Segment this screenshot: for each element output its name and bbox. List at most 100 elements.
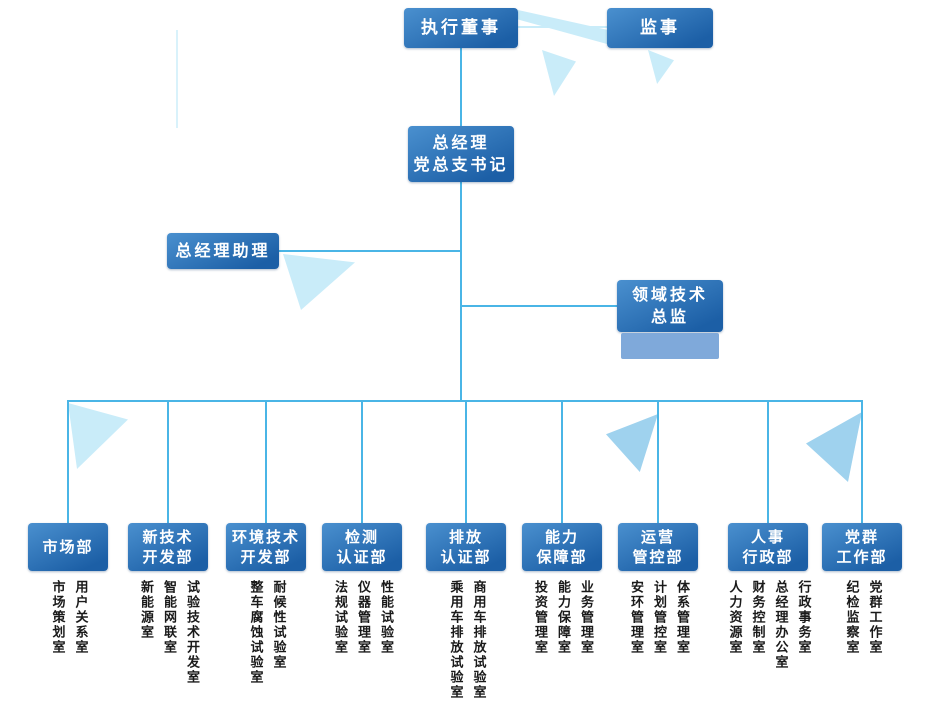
dept-box: 排放 认证部: [426, 523, 506, 571]
dept-emission-cert: 排放 认证部 乘用车排放试验室 商用车排放试验室: [411, 523, 521, 700]
dept-label-line2: 行政部: [742, 548, 794, 566]
office-label: 法规试验室: [332, 580, 347, 655]
dept-label-line1: 党群: [844, 528, 879, 546]
node-domain-tech-director: 领域技术 总监: [617, 280, 723, 332]
node-gm-assistant: 总经理助理: [167, 233, 279, 269]
node-label: 执行董事: [421, 17, 501, 38]
drop-line-3: [265, 401, 267, 523]
drop-line-9: [861, 401, 863, 523]
dept-box: 能力 保障部: [522, 523, 602, 571]
decor-triangle-operations: [606, 414, 658, 472]
dept-box: 人事 行政部: [728, 523, 808, 571]
dept-offices: 新能源室 智能网联室 试验技术开发室: [135, 580, 201, 685]
dept-operations: 运营 管控部 安环管理室 计划管控室 体系管理室: [603, 523, 713, 655]
line-exec-supervisor: [518, 26, 607, 28]
node-label-line2: 党总支书记: [413, 155, 509, 174]
drop-line-4: [361, 401, 363, 523]
dept-marketing: 市场部 市场策划室 用户关系室: [13, 523, 123, 655]
dept-label-line1: 运营: [640, 528, 675, 546]
drop-line-5: [465, 401, 467, 523]
dept-label-line2: 开发部: [142, 548, 194, 566]
drop-line-2: [167, 401, 169, 523]
office-label: 投资管理室: [532, 580, 547, 655]
dept-offices: 乘用车排放试验室 商用车排放试验室: [445, 580, 488, 700]
line-assistant: [279, 250, 460, 252]
line-gm-to-bus: [460, 182, 462, 401]
dept-offices: 人力资源室 财务控制室 总经理办公室 行政事务室: [724, 580, 813, 670]
dept-hr-admin: 人事 行政部 人力资源室 财务控制室 总经理办公室 行政事务室: [713, 523, 823, 670]
dept-label-line2: 管控部: [632, 548, 684, 566]
office-label: 试验技术开发室: [184, 580, 199, 685]
node-label-line1: 总经理: [432, 133, 490, 153]
office-label: 业务管理室: [578, 580, 593, 655]
dept-offices: 纪检监察室 党群工作室: [841, 580, 884, 655]
office-label: 乘用车排放试验室: [447, 580, 463, 700]
dept-label-line1: 市场部: [42, 538, 94, 556]
office-label: 安环管理室: [628, 580, 643, 655]
node-general-manager: 总经理 党总支书记: [408, 126, 514, 182]
office-label: 体系管理室: [674, 580, 689, 655]
dept-box: 运营 管控部: [618, 523, 698, 571]
dept-offices: 法规试验室 仪器管理室 性能试验室: [329, 580, 395, 655]
decor-triangle-top: [542, 50, 576, 96]
node-label: 总经理助理: [175, 241, 271, 261]
node-supervisor: 监事: [607, 8, 713, 48]
dept-label-line2: 工作部: [836, 548, 888, 566]
decor-vertical-sliver: [176, 30, 178, 128]
dept-label-line1: 能力: [544, 528, 579, 546]
dept-offices: 整车腐蚀试验室 耐候性试验室: [245, 580, 288, 685]
dept-label-line1: 检测: [344, 528, 379, 546]
dept-capability: 能力 保障部 投资管理室 能力保障室 业务管理室: [507, 523, 617, 655]
dept-label-line1: 环境技术: [231, 528, 300, 546]
decor-triangle-party: [806, 412, 862, 482]
dept-new-tech: 新技术 开发部 新能源室 智能网联室 试验技术开发室: [113, 523, 223, 685]
drop-line-8: [767, 401, 769, 523]
office-label: 整车腐蚀试验室: [247, 580, 263, 685]
dept-label-line2: 认证部: [336, 548, 388, 566]
decor-triangle-assistant: [283, 254, 355, 310]
dept-label-line1: 新技术: [142, 528, 194, 546]
office-label: 商用车排放试验室: [470, 580, 486, 700]
office-label: 财务控制室: [749, 580, 765, 655]
drop-line-7: [657, 401, 659, 523]
dept-offices: 投资管理室 能力保障室 业务管理室: [529, 580, 595, 655]
dept-box: 检测 认证部: [322, 523, 402, 571]
dept-party-work: 党群 工作部 纪检监察室 党群工作室: [807, 523, 917, 655]
office-label: 总经理办公室: [772, 580, 788, 670]
office-label: 计划管控室: [651, 580, 666, 655]
dept-box: 新技术 开发部: [128, 523, 208, 571]
office-label: 党群工作室: [866, 580, 882, 655]
office-label: 性能试验室: [378, 580, 393, 655]
dept-env-tech: 环境技术 开发部 整车腐蚀试验室 耐候性试验室: [211, 523, 321, 685]
dept-offices: 安环管理室 计划管控室 体系管理室: [625, 580, 691, 655]
dept-box: 环境技术 开发部: [226, 523, 306, 571]
office-label: 用户关系室: [72, 580, 88, 655]
dept-box: 市场部: [28, 523, 108, 571]
dept-box: 党群 工作部: [822, 523, 902, 571]
node-executive-director: 执行董事: [404, 8, 518, 48]
drop-line-1: [67, 401, 69, 523]
line-exec-to-gm: [460, 48, 462, 126]
node-label-line2: 总监: [650, 307, 689, 326]
office-label: 仪器管理室: [355, 580, 370, 655]
dept-label-line1: 排放: [448, 528, 483, 546]
office-label: 市场策划室: [49, 580, 65, 655]
decor-triangle-bus-left: [68, 403, 128, 469]
office-label: 人力资源室: [726, 580, 742, 655]
dept-label-line2: 认证部: [440, 548, 492, 566]
node-label: 监事: [640, 17, 680, 38]
dept-label-line2: 保障部: [536, 548, 588, 566]
dept-offices: 市场策划室 用户关系室: [47, 580, 90, 655]
drop-line-6: [561, 401, 563, 523]
office-label: 新能源室: [138, 580, 153, 640]
office-label: 纪检监察室: [843, 580, 859, 655]
node-label-line1: 领域技术: [631, 285, 708, 305]
dept-label-line1: 人事: [750, 528, 785, 546]
office-label: 智能网联室: [161, 580, 176, 655]
decor-triangle-supervisor: [648, 50, 674, 84]
decor-tech-director-shadow: [621, 333, 719, 359]
office-label: 能力保障室: [555, 580, 570, 655]
line-tech-director: [462, 305, 617, 307]
office-label: 耐候性试验室: [270, 580, 286, 670]
